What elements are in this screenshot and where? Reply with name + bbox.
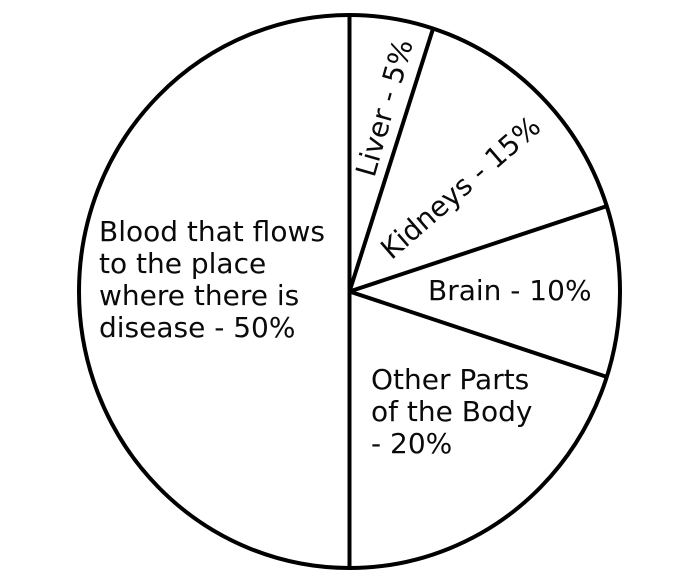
slice-divider-liver-kidneys (347, 27, 436, 293)
slice-label-brain: Brain - 10% (428, 274, 592, 307)
slice-divider-kidneys-brain (348, 204, 608, 294)
slice-divider-brain-other (348, 289, 608, 379)
slice-label-blood-disease: Blood that flows to the place where ther… (99, 215, 325, 344)
slice-label-other-parts: Other Parts of the Body - 20% (371, 363, 533, 460)
